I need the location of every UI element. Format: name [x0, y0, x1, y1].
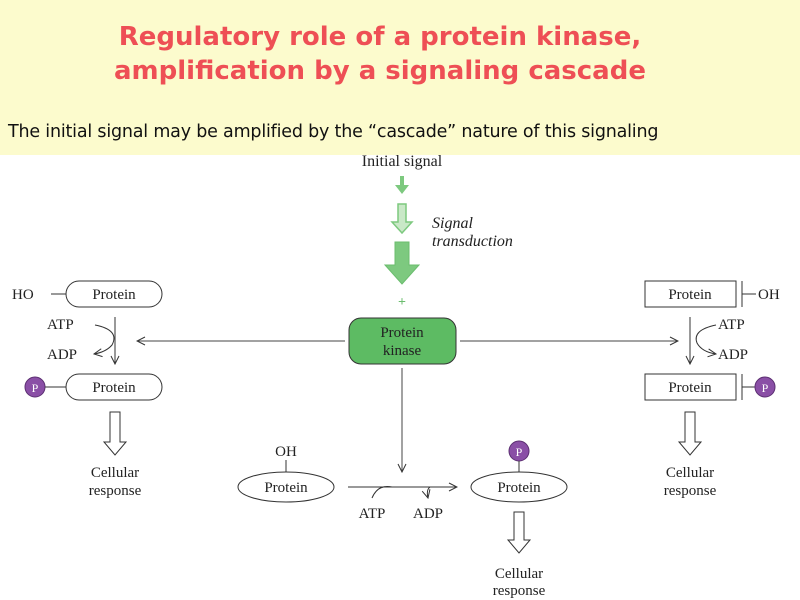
left-adp-label: ADP	[47, 347, 77, 363]
right-protein-top-label: Protein	[668, 287, 712, 303]
bottom-atp-label: ATP	[359, 506, 386, 522]
right-protein-bottom	[644, 373, 737, 401]
signal-arrow-small	[395, 176, 409, 194]
right-adp-label: ADP	[718, 347, 748, 363]
right-response-arrow	[677, 411, 703, 456]
kinase-label-1: Protein	[380, 325, 424, 341]
signal-arrow-large	[383, 241, 421, 285]
left-response-label-1: Cellular	[91, 465, 139, 481]
bottom-protein-right	[470, 471, 568, 503]
right-protein-top	[644, 280, 737, 308]
left-atp-adp-curve	[94, 324, 115, 354]
bottom-protein-left	[237, 471, 335, 503]
left-protein-top	[65, 280, 163, 308]
right-oh-label: OH	[758, 287, 780, 303]
right-response-label-1: Cellular	[666, 465, 714, 481]
title-line-2: amplification by a signaling cascade	[114, 56, 646, 86]
right-phosphate-icon	[754, 376, 776, 398]
bottom-protein-left-label: Protein	[264, 480, 308, 496]
bottom-phosphate-label: P	[516, 445, 523, 459]
right-atp-label: ATP	[718, 317, 745, 333]
left-phosphate-label: P	[32, 381, 39, 395]
signal-transduction-label-1: Signal	[432, 215, 473, 232]
bottom-response-label-2: response	[493, 583, 546, 599]
right-response-label-2: response	[664, 483, 717, 499]
bottom-response-arrow	[506, 511, 532, 554]
left-atp-label: ATP	[47, 317, 74, 333]
kinase-label-2: kinase	[383, 343, 422, 359]
right-atp-adp-curve	[695, 324, 716, 354]
left-protein-bottom-label: Protein	[92, 380, 136, 396]
title-banner	[0, 0, 800, 155]
bottom-atp-adp-curve	[371, 486, 432, 498]
left-response-label-2: response	[89, 483, 142, 499]
right-phosphate-label: P	[762, 381, 769, 395]
left-response-arrow	[102, 411, 128, 456]
right-protein-bottom-label: Protein	[668, 380, 712, 396]
bottom-adp-label: ADP	[413, 506, 443, 522]
protein-kinase-box	[348, 317, 457, 365]
title-line-1: Regulatory role of a protein kinase,	[118, 22, 642, 52]
activation-plus: +	[398, 295, 406, 310]
bottom-response-label-1: Cellular	[495, 566, 543, 582]
initial-signal-label: Initial signal	[362, 153, 443, 170]
left-protein-bottom	[65, 373, 163, 401]
bottom-protein-right-label: Protein	[497, 480, 541, 496]
bottom-oh-label: OH	[275, 444, 297, 460]
signal-transduction-label-2: transduction	[432, 233, 513, 250]
slide-subtitle: The initial signal may be amplified by t…	[8, 122, 659, 142]
signal-arrow-medium	[390, 203, 414, 235]
left-ho-label: HO	[12, 287, 34, 303]
left-protein-top-label: Protein	[92, 287, 136, 303]
slide-title: Regulatory role of a protein kinase, amp…	[0, 20, 760, 88]
